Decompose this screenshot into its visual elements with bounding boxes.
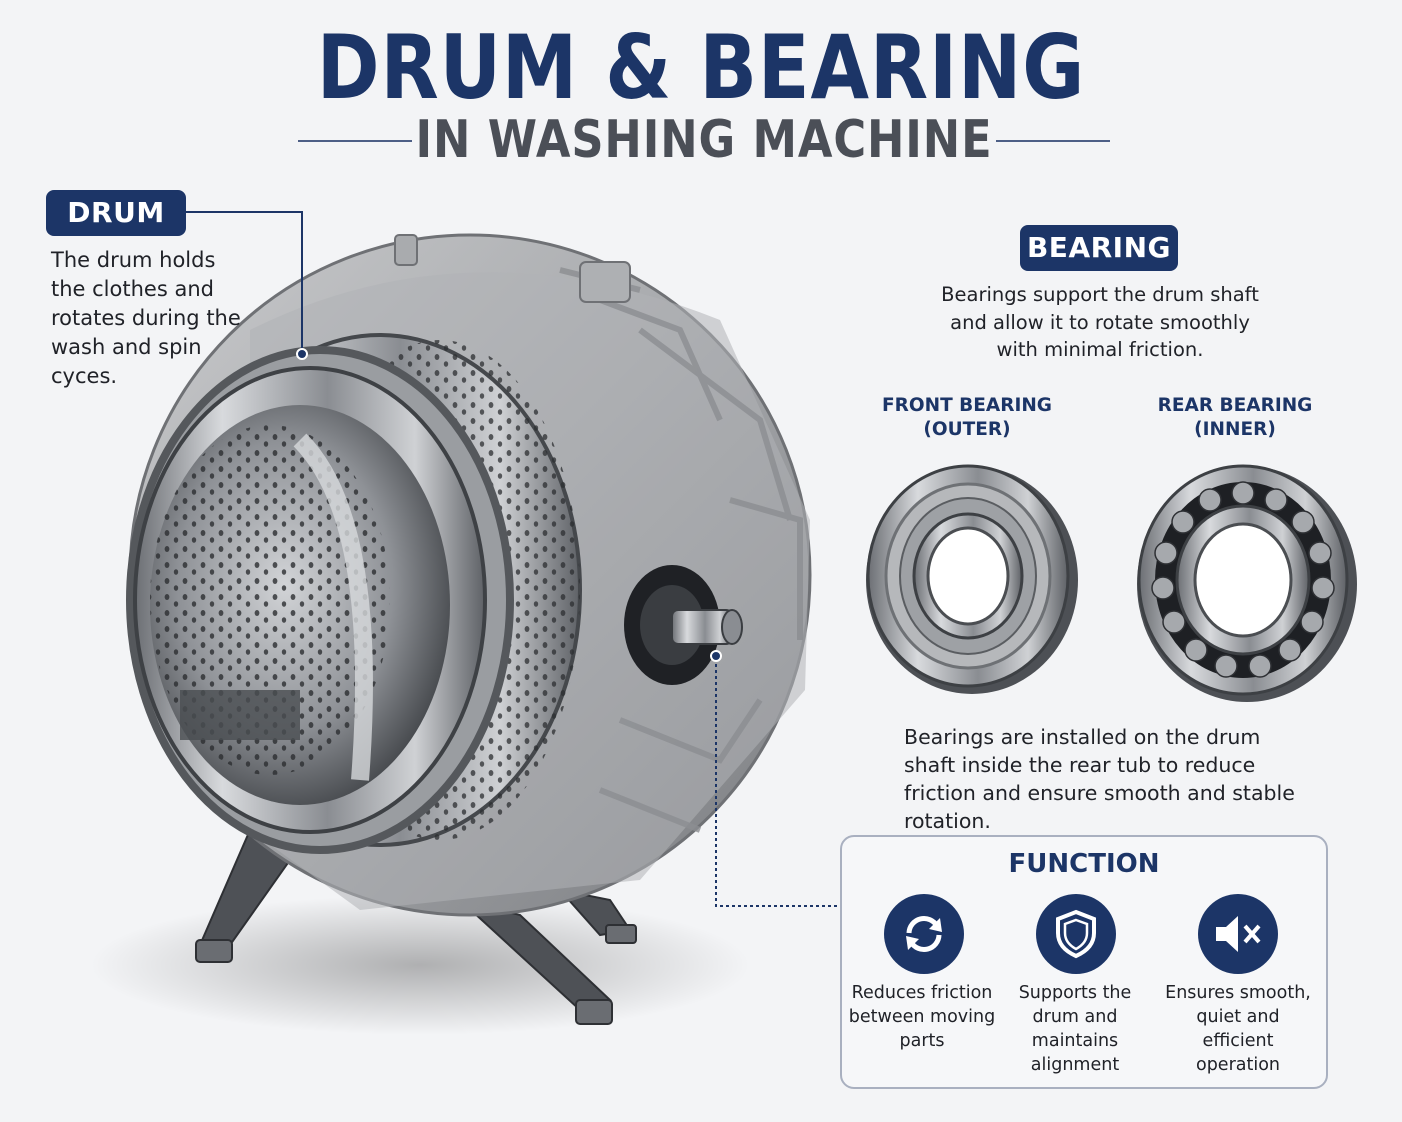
bearing-description: Bearings support the drum shaft and allo… xyxy=(941,283,1259,361)
drum-description: The drum holds the clothes and rotates d… xyxy=(51,248,241,388)
rotate-arrows-icon xyxy=(884,894,964,974)
rear-bearing-image xyxy=(1137,464,1357,702)
subtitle-row: IN WASHING MACHINE xyxy=(298,110,1110,170)
rear-bearing-label: REAR BEARING (INNER) xyxy=(1140,394,1330,442)
function-caption-1: Reduces friction between moving parts xyxy=(848,983,996,1051)
bearing-callout-dot xyxy=(710,650,722,662)
drum-callout-dot xyxy=(296,348,308,360)
support-legs xyxy=(195,828,637,1025)
front-bearing-label: FRONT BEARING (OUTER) xyxy=(872,394,1062,442)
drum-label: DRUM xyxy=(46,190,186,236)
mute-speaker-icon xyxy=(1198,894,1278,974)
subtitle-rule-right xyxy=(996,140,1110,142)
floor-shadow xyxy=(90,895,750,1035)
function-heading: FUNCTION xyxy=(1008,849,1160,879)
function-caption-2: Supports the drum and maintains alignmen… xyxy=(1018,983,1132,1075)
shield-icon xyxy=(1036,894,1116,974)
installation-description: Bearings are installed on the drum shaft… xyxy=(904,725,1295,833)
bearing-label: BEARING xyxy=(1020,225,1178,271)
drum-callout-line xyxy=(186,211,303,352)
subtitle-rule-left xyxy=(298,140,412,142)
rear-bearing-label-line2: (INNER) xyxy=(1194,419,1276,440)
steel-drum xyxy=(126,333,582,854)
front-bearing-image xyxy=(866,464,1078,694)
page-title: DRUM & BEARING xyxy=(316,16,1086,119)
function-panel: FUNCTION Reduces friction between moving… xyxy=(840,835,1328,1089)
drum-shaft-hub xyxy=(624,565,743,685)
front-bearing-label-line2: (OUTER) xyxy=(923,419,1011,440)
function-caption-3: Ensures smooth, quiet and efficient oper… xyxy=(1165,983,1311,1075)
bearing-callout-line xyxy=(715,658,840,907)
rear-bearing-label-line1: REAR BEARING xyxy=(1157,395,1313,416)
page-subtitle: IN WASHING MACHINE xyxy=(415,110,993,170)
front-bearing-label-line1: FRONT BEARING xyxy=(881,395,1052,416)
